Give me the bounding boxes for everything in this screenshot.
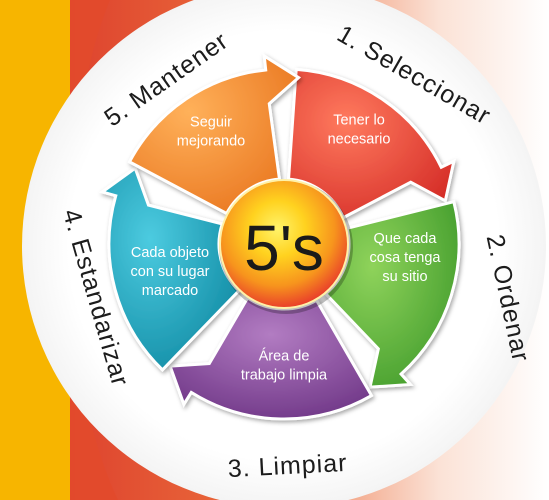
description-limpiar-line: trabajo limpia <box>241 368 328 384</box>
description-estandarizar-line: marcado <box>142 283 198 299</box>
description-seleccionar-line: Tener lo <box>333 113 385 129</box>
title-limpiar: 3. Limpiar <box>227 449 348 483</box>
center-hub <box>219 179 349 309</box>
center-label: 5's <box>244 212 324 284</box>
description-mantener-line: Seguir <box>190 115 232 131</box>
description-seleccionar: Tener lo necesario <box>328 113 391 148</box>
description-limpiar: Área de trabajo limpia <box>241 348 328 384</box>
description-mantener: Seguir mejorando <box>177 115 246 150</box>
segments-group <box>98 53 461 421</box>
description-ordenar-line: Que cada <box>374 231 438 247</box>
description-limpiar-line: Área de <box>259 348 310 365</box>
description-ordenar-line: cosa tenga <box>370 250 442 266</box>
description-ordenar-line: su sitio <box>382 269 427 285</box>
description-ordenar: Que cada cosa tenga su sitio <box>370 231 442 285</box>
description-estandarizar-line: con su lugar <box>131 264 210 280</box>
description-estandarizar-line: Cada objeto <box>131 245 209 261</box>
description-estandarizar: Cada objeto con su lugar marcado <box>131 245 210 299</box>
description-seleccionar-line: necesario <box>328 132 391 148</box>
left-red-curve <box>70 0 118 500</box>
description-mantener-line: mejorando <box>177 134 246 150</box>
